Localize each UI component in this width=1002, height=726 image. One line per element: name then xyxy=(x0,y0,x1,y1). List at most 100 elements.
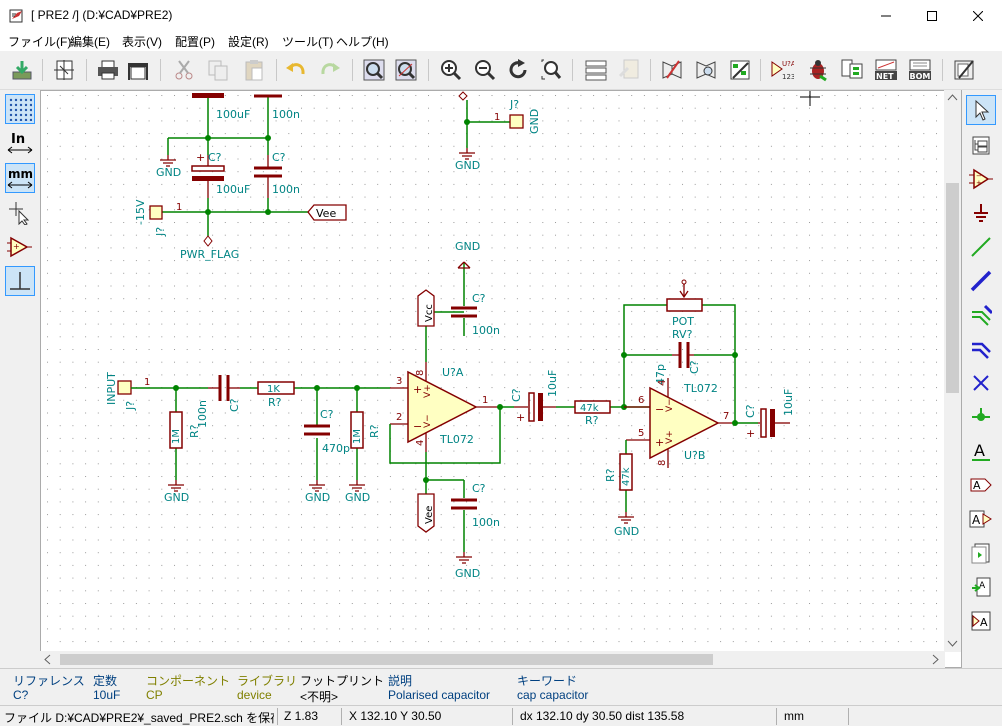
add-sheet-tool[interactable] xyxy=(966,538,996,568)
add-component-tool[interactable]: −+ xyxy=(966,164,996,194)
zoom-redraw-icon xyxy=(509,59,527,79)
select-tool[interactable] xyxy=(966,95,996,125)
input-stage: INPUT J? 1 1M R? GND 100n xyxy=(105,372,390,504)
menu-view[interactable]: 表示(V) xyxy=(122,35,162,49)
add-label-tool[interactable]: A xyxy=(966,436,996,466)
leave-sheet-button[interactable] xyxy=(616,56,644,84)
zoom-redraw-button[interactable] xyxy=(504,56,532,84)
grid-icon xyxy=(9,98,32,121)
vertical-scroll-thumb[interactable] xyxy=(946,183,959,393)
cvcc-value: 100n xyxy=(472,324,500,337)
close-button[interactable] xyxy=(955,0,1001,31)
units-inch-toggle[interactable]: In xyxy=(5,128,35,158)
add-wire-tool[interactable] xyxy=(966,232,996,262)
bus-bus-entry-icon xyxy=(972,342,991,359)
svg-text:BOM: BOM xyxy=(910,72,931,81)
minimize-button[interactable] xyxy=(863,0,909,31)
menu-tools[interactable]: ツール(T) xyxy=(282,35,334,49)
horizontal-scrollbar[interactable] xyxy=(40,651,945,668)
status-units: mm xyxy=(784,709,804,723)
input-label: INPUT xyxy=(105,372,118,405)
scroll-left-icon xyxy=(44,654,51,665)
global-label-icon: A xyxy=(970,478,992,492)
plot-button[interactable] xyxy=(124,56,152,84)
copy-icon xyxy=(208,60,228,81)
hierarchy-navigator-button[interactable] xyxy=(582,56,610,84)
find-replace-button[interactable] xyxy=(392,56,420,84)
netlist-button[interactable]: NET xyxy=(872,56,900,84)
add-bus-tool[interactable] xyxy=(966,266,996,296)
copy-button[interactable] xyxy=(204,56,232,84)
redo-button[interactable] xyxy=(316,56,344,84)
cut-button[interactable] xyxy=(170,56,198,84)
gnd-label-3: GND xyxy=(164,491,189,504)
hierarchical-label-icon: A xyxy=(969,510,992,528)
library-editor-button[interactable] xyxy=(658,56,686,84)
library-browser-button[interactable] xyxy=(692,56,720,84)
save-button[interactable] xyxy=(8,56,36,84)
hierarchy-icon xyxy=(972,136,990,155)
wire-orientation-toggle[interactable] xyxy=(5,266,35,296)
add-junction-tool[interactable] xyxy=(966,402,996,432)
footprint-editor-button[interactable] xyxy=(726,56,754,84)
schematic-drawing: 100uF 100n GND + C? 100uF C? 100n xyxy=(41,91,945,651)
cursor-shape-toggle[interactable] xyxy=(5,198,35,228)
maximize-button[interactable] xyxy=(909,0,955,31)
units-mm-toggle[interactable]: mm xyxy=(5,163,35,193)
vertical-scrollbar[interactable] xyxy=(944,90,961,652)
hierarchical-sheet-icon xyxy=(971,543,990,564)
wire-to-bus-entry-tool[interactable] xyxy=(966,300,996,330)
u1-pin2: 2 xyxy=(396,412,402,423)
cursor-shape-icon xyxy=(9,202,30,225)
print-button[interactable] xyxy=(94,56,122,84)
page-settings-button[interactable] xyxy=(50,56,78,84)
zoom-in-button[interactable] xyxy=(437,56,465,84)
find-icon xyxy=(363,59,385,81)
show-grid-toggle[interactable] xyxy=(5,94,35,124)
r47k-a-value: 47k xyxy=(580,403,599,414)
plot-icon xyxy=(128,63,148,80)
cvpcb-button[interactable] xyxy=(838,56,866,84)
zoom-out-button[interactable] xyxy=(471,56,499,84)
c1-value: 100uF xyxy=(216,108,250,121)
no-connect-icon xyxy=(973,375,989,391)
status-delta: dx 132.10 dy 30.50 dist 135.58 xyxy=(520,709,685,723)
net-label-icon: A xyxy=(972,441,990,461)
undo-button[interactable] xyxy=(282,56,310,84)
find-button[interactable] xyxy=(360,56,388,84)
add-hierarchical-label-tool[interactable]: A xyxy=(966,504,996,534)
scroll-right-icon xyxy=(932,654,939,665)
erc-button[interactable] xyxy=(804,56,832,84)
pot-ref: RV? xyxy=(672,328,693,341)
menu-file[interactable]: ファイル(F) xyxy=(8,35,72,49)
svg-text:mm: mm xyxy=(8,167,33,181)
netlist-icon: NET xyxy=(875,59,897,81)
u2-pin4: 4 xyxy=(657,380,668,386)
vee-label: Vee xyxy=(424,506,435,524)
output-cap: + C? 10uF xyxy=(744,389,795,440)
horizontal-scroll-thumb[interactable] xyxy=(60,654,713,665)
zoom-fit-button[interactable] xyxy=(538,56,566,84)
bus-to-bus-entry-tool[interactable] xyxy=(966,334,996,364)
bom-button[interactable]: BOM xyxy=(906,56,934,84)
menu-help[interactable]: ヘルプ(H) xyxy=(336,35,389,49)
pcbnew-button[interactable] xyxy=(950,56,978,84)
paste-button[interactable] xyxy=(240,56,268,84)
r1k-value: 1K xyxy=(267,384,280,395)
schematic-canvas[interactable]: 100uF 100n GND + C? 100uF C? 100n xyxy=(40,90,962,668)
add-global-label-tool[interactable]: A xyxy=(966,470,996,500)
no-connect-tool[interactable] xyxy=(966,368,996,398)
left-options-toolbar: In mm + xyxy=(0,90,40,668)
hierarchy-tool[interactable] xyxy=(966,130,996,160)
status-message: ファイル D:¥CAD¥PRE2¥_saved_PRE2.sch を保存しま..… xyxy=(4,711,274,725)
menu-place[interactable]: 配置(P) xyxy=(175,35,215,49)
add-sheet-pin-tool[interactable]: A xyxy=(966,606,996,636)
menu-preferences[interactable]: 設定(R) xyxy=(228,35,269,49)
hidden-pins-toggle[interactable]: + xyxy=(5,232,35,262)
svg-text:123: 123 xyxy=(782,73,794,81)
menu-edit[interactable]: 編集(E) xyxy=(70,35,110,49)
add-power-tool[interactable] xyxy=(966,198,996,228)
import-sheet-pin-tool[interactable]: A xyxy=(966,572,996,602)
